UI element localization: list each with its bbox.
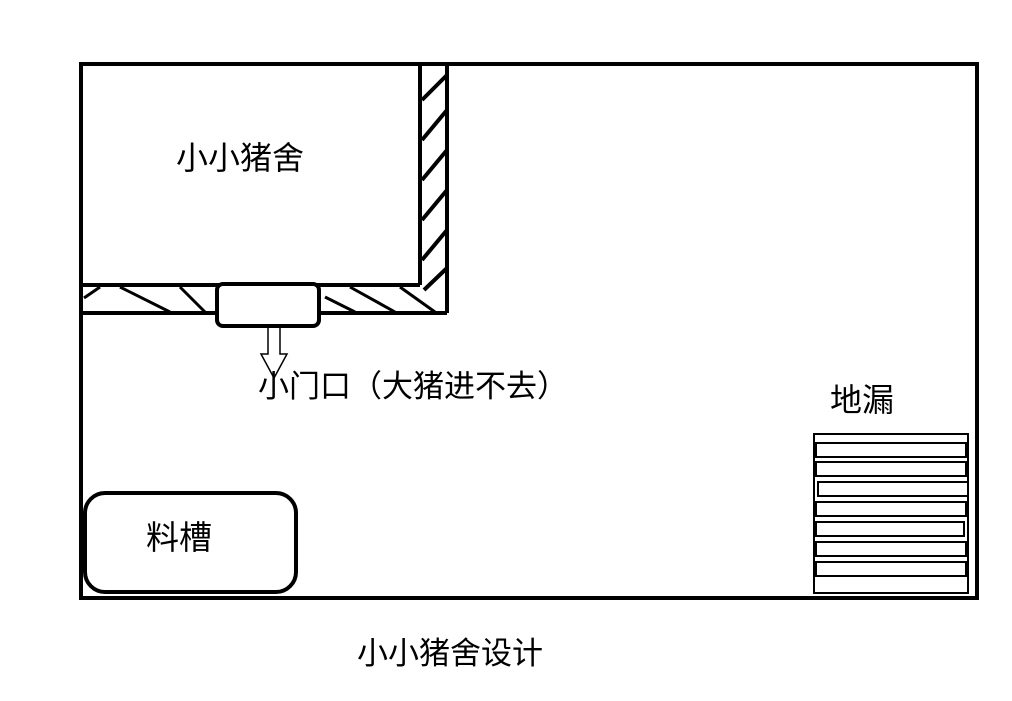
door-arrow-icon bbox=[259, 327, 289, 380]
floor-drain-label: 地漏 bbox=[830, 381, 895, 419]
floor-drain-grate bbox=[813, 433, 969, 594]
small-door bbox=[215, 282, 321, 328]
small-pig-pen-label: 小小猪舍 bbox=[176, 139, 305, 177]
feed-trough-label: 料槽 bbox=[146, 518, 212, 557]
outer-enclosure-wall bbox=[79, 62, 979, 600]
feed-trough bbox=[83, 491, 298, 594]
pen-hatched-wall bbox=[83, 66, 449, 315]
small-door-label: 小门口（大猪进不去） bbox=[258, 369, 568, 405]
diagram-caption: 小小猪舍设计 bbox=[357, 636, 543, 672]
